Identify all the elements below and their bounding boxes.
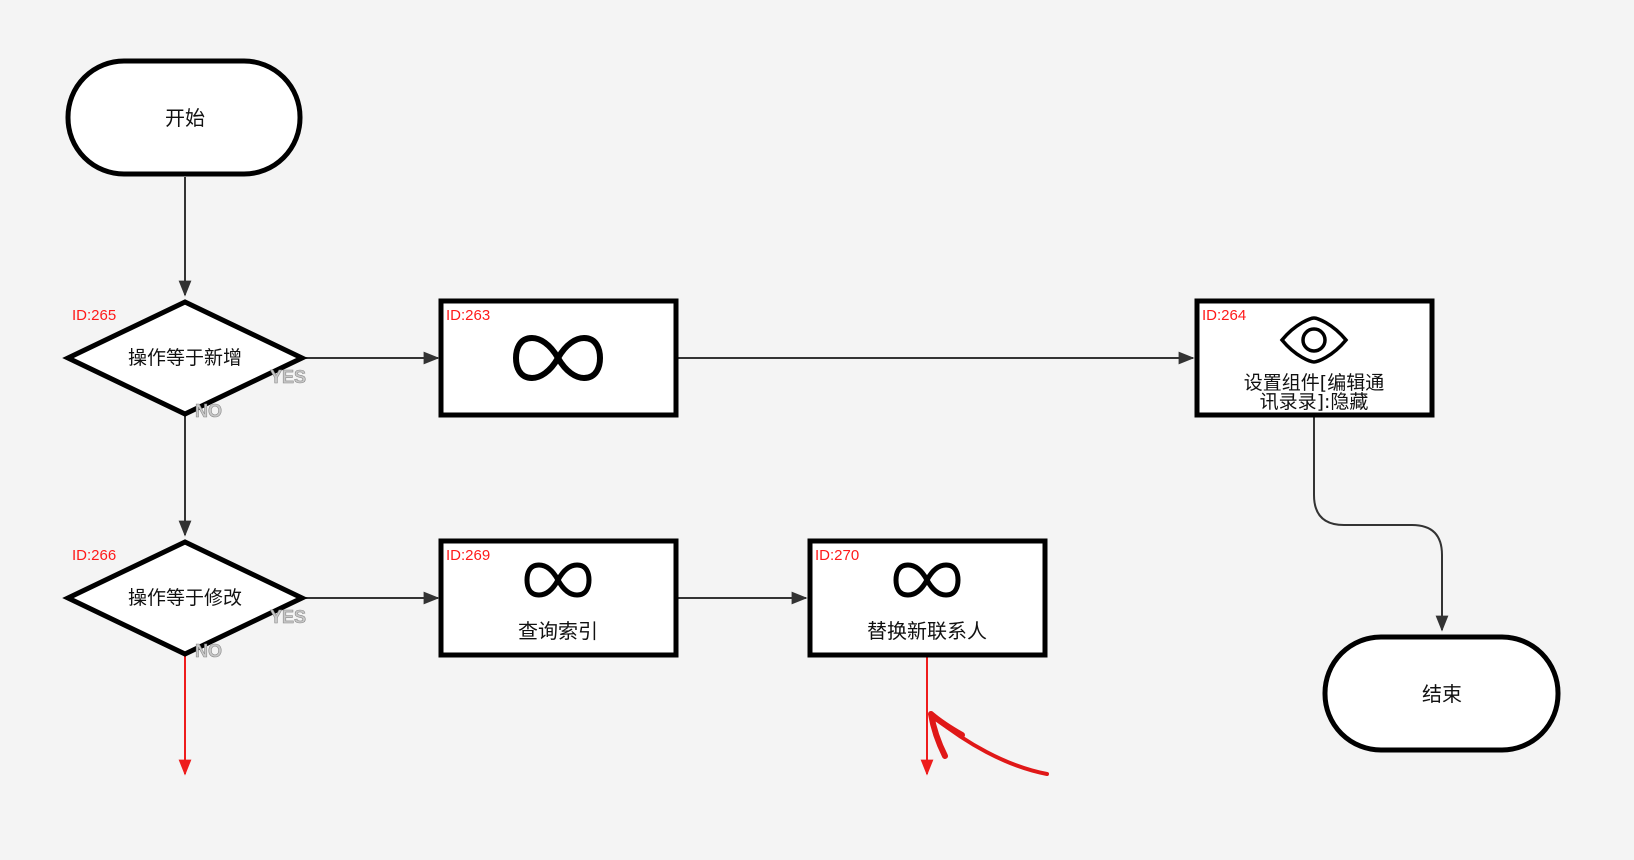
decision-266-id: ID:266 xyxy=(72,547,116,564)
decision-node-265[interactable]: 操作等于新增 xyxy=(62,299,308,417)
decision-266-label: 操作等于修改 xyxy=(128,587,242,609)
action-263-id: ID:263 xyxy=(446,307,490,324)
action-269-label: 查询索引 xyxy=(518,619,598,643)
infinity-icon xyxy=(893,562,961,598)
decision-node-266[interactable]: 操作等于修改 xyxy=(62,539,308,657)
decision-266-yes-label: YES xyxy=(270,607,306,627)
decision-265-no-label: NO xyxy=(195,401,222,421)
action-node-264[interactable]: 设置组件[编辑通 讯录录]:隐藏 xyxy=(1194,298,1435,418)
action-node-270[interactable]: 替换新联系人 xyxy=(807,538,1048,658)
infinity-icon xyxy=(524,562,592,598)
annotation-arrow xyxy=(928,711,1049,776)
action-264-label-line2: 讯录录]:隐藏 xyxy=(1260,391,1369,413)
decision-265-id: ID:265 xyxy=(72,307,116,324)
action-264-id: ID:264 xyxy=(1202,307,1246,324)
end-label: 结束 xyxy=(1422,682,1462,706)
edge-264-to-end xyxy=(1313,417,1449,632)
action-270-label: 替换新联系人 xyxy=(867,619,987,643)
end-node[interactable]: 结束 xyxy=(1322,634,1561,753)
start-node[interactable]: 开始 xyxy=(65,58,303,177)
action-node-263[interactable] xyxy=(438,298,679,418)
action-270-id: ID:270 xyxy=(815,547,859,564)
decision-265-label: 操作等于新增 xyxy=(128,347,242,369)
eye-icon xyxy=(1279,316,1349,364)
action-269-id: ID:269 xyxy=(446,547,490,564)
start-label: 开始 xyxy=(165,106,205,130)
action-264-label-line1: 设置组件[编辑通 xyxy=(1244,372,1384,394)
decision-266-no-label: NO xyxy=(195,641,222,661)
action-node-269[interactable]: 查询索引 xyxy=(438,538,679,658)
infinity-icon xyxy=(513,335,603,381)
decision-265-yes-label: YES xyxy=(270,367,306,387)
